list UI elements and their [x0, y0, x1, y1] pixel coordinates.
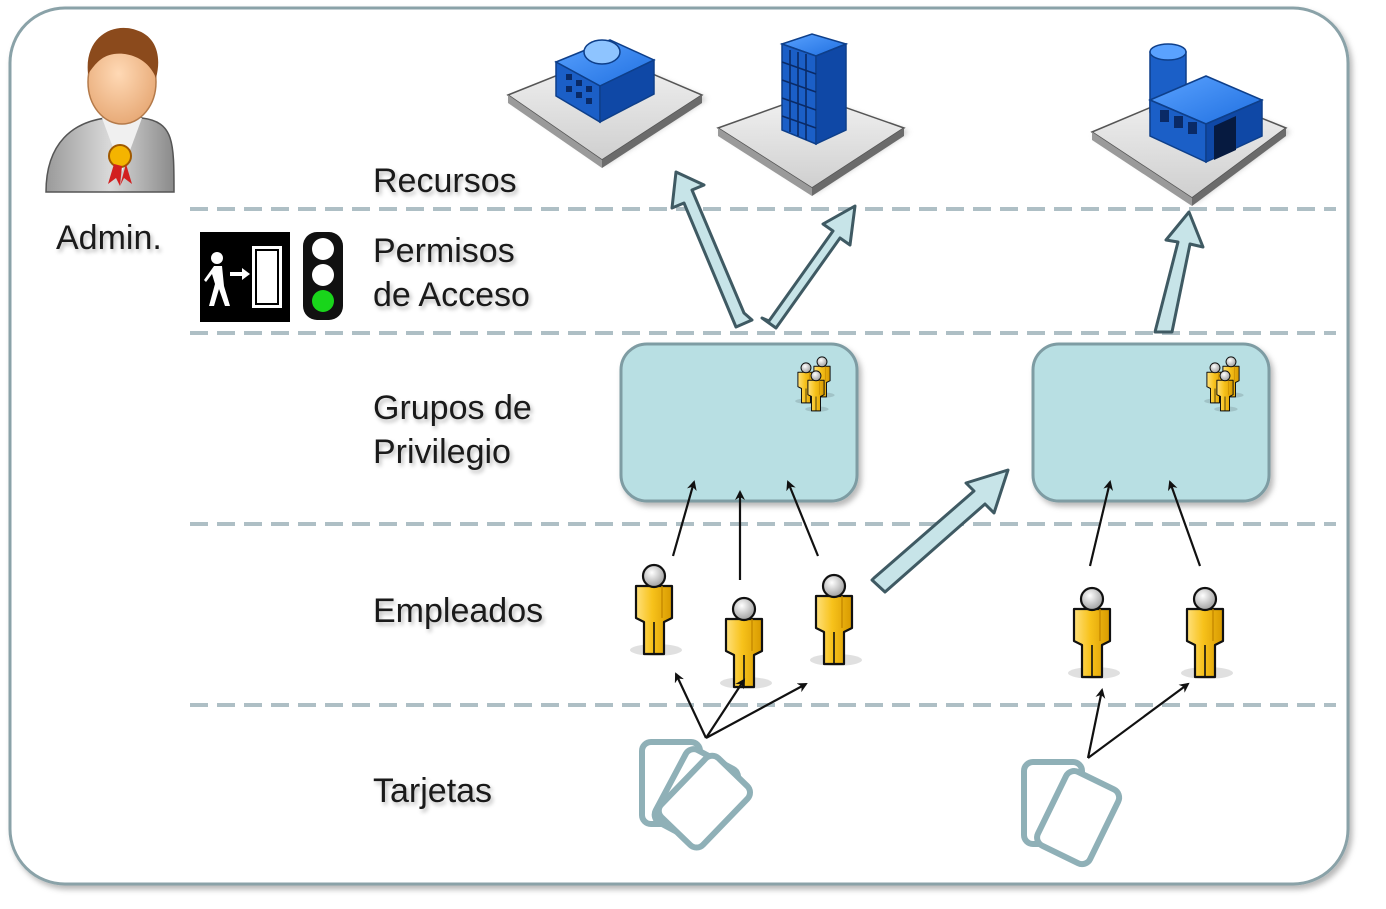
- membership-arrows: [671, 480, 1202, 580]
- building-factory-icon: [1090, 43, 1288, 206]
- admin-label: Admin.: [56, 219, 162, 257]
- layer-label-grupos: Grupos de Privilegio: [373, 386, 532, 474]
- permisos-line-1: Permisos: [373, 232, 515, 270]
- privilege-group-2: [1031, 342, 1271, 503]
- arrow-group2-building3: [1153, 210, 1205, 334]
- card-arrows: [674, 672, 1190, 759]
- layer-separators: [190, 207, 1336, 707]
- arrow-group1-building1: [670, 170, 754, 329]
- traffic-light-icon: [303, 232, 343, 320]
- admin-user-icon: [45, 27, 175, 193]
- arrow-employee-group2: [870, 468, 1010, 594]
- layer-label-recursos: Recursos: [373, 162, 517, 200]
- layer-label-tarjetas: Tarjetas: [373, 772, 493, 810]
- arrow-group1-building2: [760, 204, 857, 330]
- layer-label-permisos: Permisos de Acceso: [373, 229, 530, 317]
- grupos-line-2: Privilegio: [373, 433, 511, 471]
- door-entry-icon: [200, 232, 290, 322]
- layer-label-empleados: Empleados: [373, 592, 544, 630]
- permisos-line-2: de Acceso: [373, 276, 530, 314]
- privilege-group-1: [619, 342, 859, 503]
- building-dome-icon: [506, 39, 704, 168]
- building-tower-icon: [716, 33, 906, 196]
- grupos-line-1: Grupos de: [373, 389, 532, 427]
- access-arrows: [670, 170, 1205, 594]
